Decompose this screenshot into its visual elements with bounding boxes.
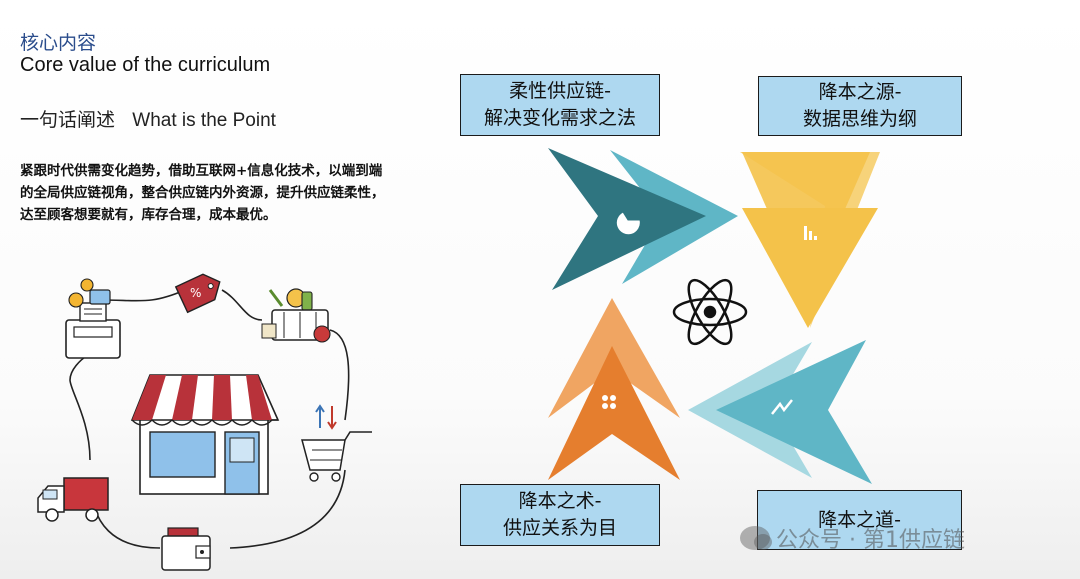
wechat-icon (740, 526, 772, 550)
wallet-icon (161, 527, 211, 571)
section-kicker: 核心内容 (20, 32, 97, 54)
grocery-basket-icon (261, 288, 331, 343)
quadrant-subtitle: 解决变化需求之法 (483, 107, 636, 129)
point-heading: 一句话阐述 What is the Point (20, 105, 276, 132)
quadrant-title: 柔性供应链- (509, 80, 611, 102)
quadrant-subtitle: 供应关系为目 (502, 517, 617, 539)
delivery-truck-icon (37, 477, 109, 522)
shopping-cart-icon (301, 404, 372, 482)
quadrant-box-cost-source: 降本之源- 数据思维为纲 (758, 76, 962, 136)
quadrant-box-flexible-supply-chain: 柔性供应链- 解决变化需求之法 (460, 74, 660, 136)
price-tag-icon (174, 273, 221, 314)
point-heading-en: What is the Point (132, 110, 276, 131)
quadrant-box-cost-way: 降本之道- (757, 490, 962, 550)
quadrant-title: 降本之术- (518, 490, 602, 512)
quadrant-box-cost-technique: 降本之术- 供应关系为目 (460, 484, 660, 546)
chevron-yellow-icon (740, 152, 880, 328)
cash-register-icon (65, 278, 121, 359)
chevron-teal-icon (548, 148, 738, 290)
point-heading-cn: 一句话阐述 (20, 109, 116, 131)
price-tag-symbol: % (190, 286, 201, 300)
point-description: 紧跟时代供需变化趋势，借助互联网+信息化技术，以端到端的全局供应链视角，整合供应… (20, 163, 385, 223)
section-subtitle: Core value of the curriculum (20, 54, 271, 76)
chevron-light-teal-icon (688, 340, 872, 484)
chevron-orange-icon (548, 298, 680, 480)
quadrant-subtitle: 数据思维为纲 (802, 108, 917, 130)
atom-icon (672, 278, 748, 346)
quadrant-title: 降本之道- (818, 508, 901, 531)
quadrant-title: 降本之源- (818, 81, 902, 103)
store-icon (130, 374, 280, 495)
watermark: 公众号 · 第1供应链 (740, 522, 965, 554)
watermark-text: 公众号 · 第1供应链 (776, 528, 965, 553)
